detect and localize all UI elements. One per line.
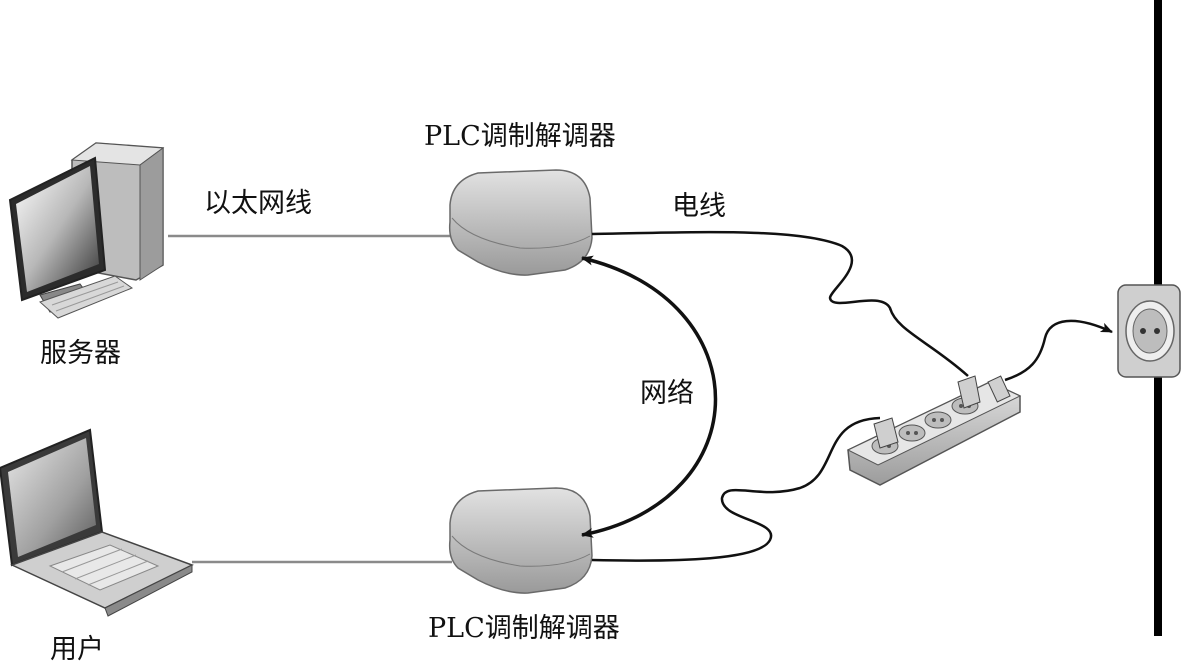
power-line-bottom: [591, 416, 881, 562]
power-line-top: [591, 230, 969, 377]
user-laptop-icon: [0, 428, 194, 617]
network-arrow: [581, 255, 718, 538]
server-label: 服务器: [40, 338, 121, 369]
plc-modem-bottom-icon: [448, 487, 593, 594]
power-strip-icon: [846, 375, 1022, 486]
ethernet-label: 以太网线: [204, 188, 312, 219]
power-line-wall: [1004, 319, 1113, 382]
plc-modem-bottom-label: PLC调制解调器: [428, 613, 620, 644]
plc-modem-top-icon: [448, 169, 593, 276]
wall-socket-icon: [1117, 284, 1181, 378]
power-line-label: 电线: [672, 191, 726, 222]
network-label: 网络: [640, 378, 694, 409]
user-label: 用户: [50, 634, 104, 665]
server-computer-icon: [8, 142, 165, 319]
plc-modem-top-label: PLC调制解调器: [424, 121, 616, 152]
